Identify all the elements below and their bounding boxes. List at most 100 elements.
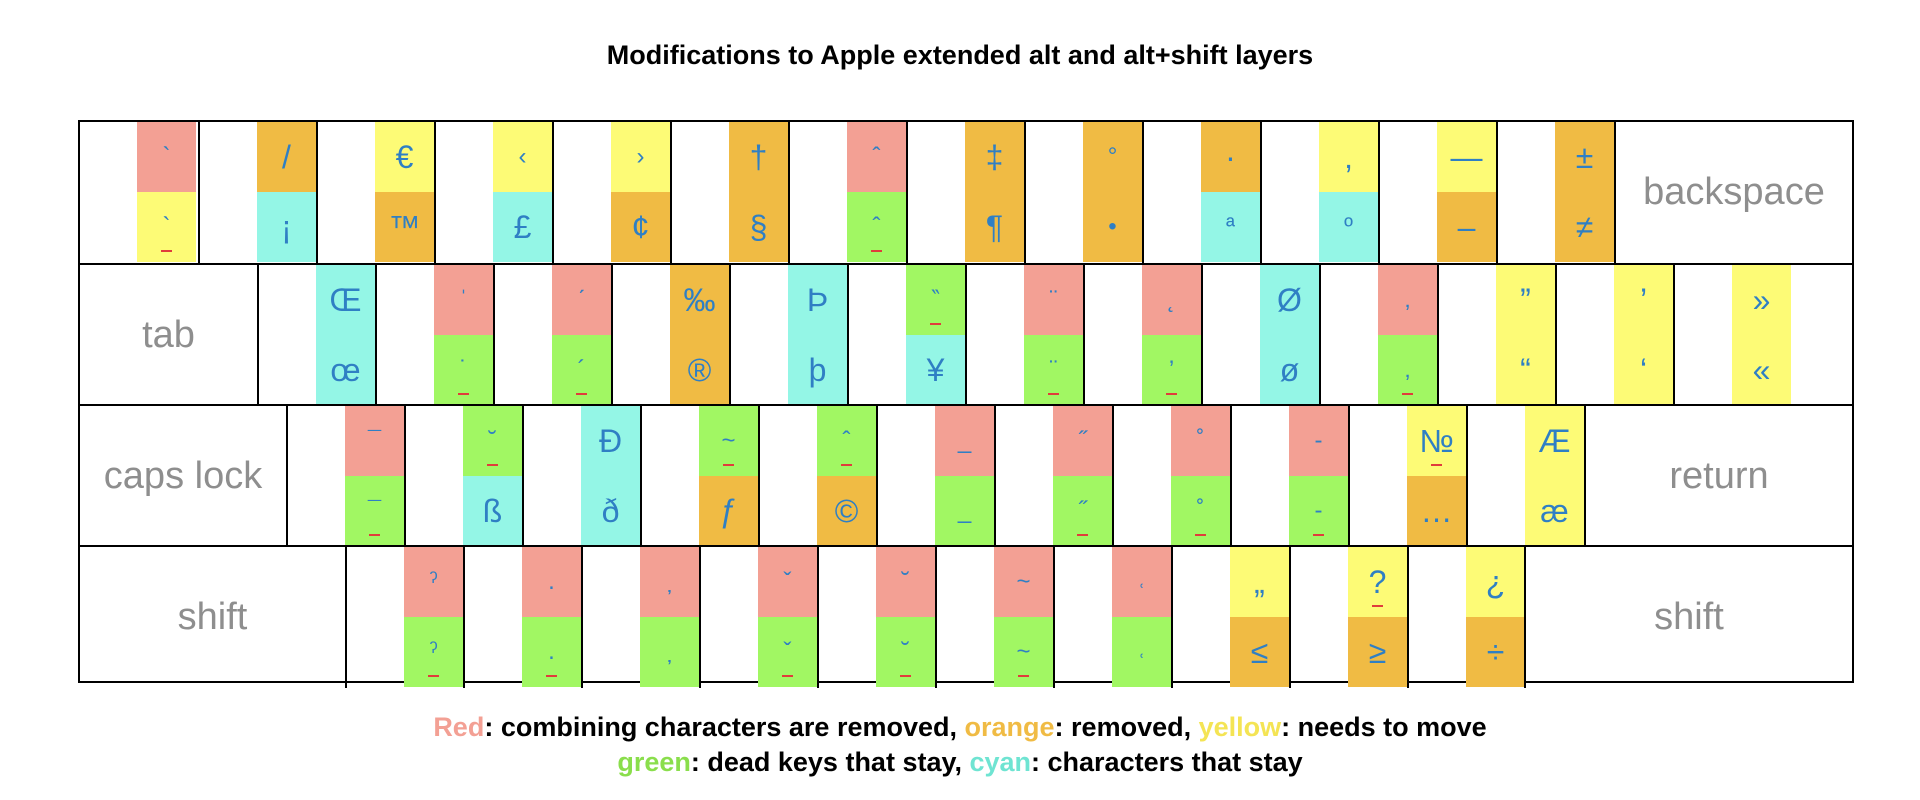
key-bottom-char: ≠ (1555, 192, 1614, 262)
key-top-char: ˆ (817, 406, 876, 476)
underline-mark (841, 464, 852, 466)
key-char: Ø (1277, 282, 1302, 318)
key-char: ˆ (872, 213, 881, 240)
key-char: ª (1226, 213, 1235, 240)
key-top-char: ‚ (1378, 265, 1437, 335)
key-top-char: / (257, 122, 316, 192)
keyboard-key: ?≥ (1289, 547, 1407, 688)
key-bottom-char: _ (935, 476, 994, 546)
key-bottom-char: • (1083, 192, 1142, 262)
key-char: © (834, 493, 859, 529)
key-top-char: ¯ (345, 406, 404, 476)
underline-mark (1048, 393, 1059, 395)
key-char: — (1450, 139, 1483, 175)
key-bottom-char: – (1437, 192, 1496, 262)
key-char: · (1225, 139, 1236, 175)
keyboard-key: ˓˓ (1053, 547, 1171, 688)
key-char: ‚ (1404, 356, 1411, 383)
key-char: ¢ (631, 209, 650, 245)
key-bottom-char: ` (137, 192, 196, 262)
key-top-char: ̦ (640, 547, 699, 617)
key-char: ÷ (1486, 634, 1505, 670)
key-bottom-char: ø (1260, 335, 1319, 405)
key-top-char: · (1201, 122, 1260, 192)
key-bottom-char: ¯ (345, 476, 404, 546)
key-char: ˝ (1078, 427, 1087, 454)
keyboard-key: ‡¶ (906, 122, 1024, 263)
key-char: ˆ (872, 143, 881, 170)
key-top-char: ˊ (552, 265, 611, 335)
key-char: - (1314, 427, 1323, 454)
key-bottom-char: ≥ (1348, 617, 1407, 687)
underline-mark (871, 250, 882, 252)
key-char: ± (1575, 139, 1594, 175)
key-char: ≤ (1250, 634, 1269, 670)
key-label-shift: shift (1524, 547, 1852, 688)
underline-mark (1372, 605, 1383, 607)
key-char: ˘ (901, 568, 910, 595)
key-char: ˚ (1196, 497, 1205, 524)
key-char: ~ (1016, 638, 1031, 665)
key-char: ˝ (1078, 497, 1087, 524)
key-top-char: ~ (699, 406, 758, 476)
underline-mark (1195, 534, 1206, 536)
key-char: £ (513, 209, 532, 245)
keyboard-key: ˆ© (758, 406, 876, 547)
keyboard-key: ‹£ (434, 122, 552, 263)
key-bottom-char: ˙ (434, 335, 493, 405)
key-bottom-char: « (1732, 335, 1791, 405)
key-char: “ (1520, 352, 1531, 388)
underline-mark (458, 393, 469, 395)
key-char: § (749, 209, 768, 245)
key-bottom-char: ˓ (1112, 617, 1171, 687)
key-char: ¨ (1049, 286, 1058, 313)
key-char: ˀ (429, 638, 438, 665)
key-char: ¨ (1049, 356, 1058, 383)
key-top-char: ° (1083, 122, 1142, 192)
key-char: œ (330, 352, 361, 388)
keyboard-key: ˝˝ (994, 406, 1112, 547)
key-char: ˛ (1167, 286, 1176, 313)
key-top-char: ˀ (404, 547, 463, 617)
key-char: … (1420, 493, 1453, 529)
key-bottom-char: ˇ (758, 617, 817, 687)
key-bottom-char: ’ (1142, 335, 1201, 405)
key-char: • (1108, 213, 1117, 240)
key-char: - (1314, 497, 1323, 524)
key-char: ” (1520, 282, 1531, 318)
key-top-char: ˘ (876, 547, 935, 617)
key-char: ‚ (1404, 286, 1411, 313)
key-char: ¿ (1485, 564, 1506, 600)
legend-line-2: green: dead keys that stay, cyan: charac… (0, 747, 1920, 778)
key-top-char: ˇ (758, 547, 817, 617)
key-char: _ (957, 427, 972, 454)
key-top-char: ˓ (1112, 547, 1171, 617)
keyboard-key: ‶¥ (847, 265, 965, 406)
key-bottom-char: ƒ (699, 476, 758, 546)
key-top-char: » (1732, 265, 1791, 335)
keyboard-key: ~~ (935, 547, 1053, 688)
key-label-backspace: backspace (1614, 122, 1852, 263)
key-char: ≠ (1575, 209, 1594, 245)
legend-text: Red (433, 712, 485, 742)
key-top-char: ‶ (906, 265, 965, 335)
key-char: þ (808, 352, 827, 388)
key-top-char: № (1407, 406, 1466, 476)
key-bottom-char: ™ (375, 192, 434, 262)
key-bottom-char: œ (316, 335, 375, 405)
key-bottom-char: ¶ (965, 192, 1024, 262)
key-char: ¶ (985, 209, 1004, 245)
underline-mark (369, 534, 380, 536)
key-char: Þ (806, 282, 829, 318)
keyboard-key: °• (1024, 122, 1142, 263)
key-char: – (1457, 209, 1476, 245)
page-title: Modifications to Apple extended alt and … (606, 40, 1314, 70)
underline-mark (1402, 393, 1413, 395)
key-label-tab: tab (142, 314, 195, 356)
key-char: ~ (721, 427, 736, 454)
